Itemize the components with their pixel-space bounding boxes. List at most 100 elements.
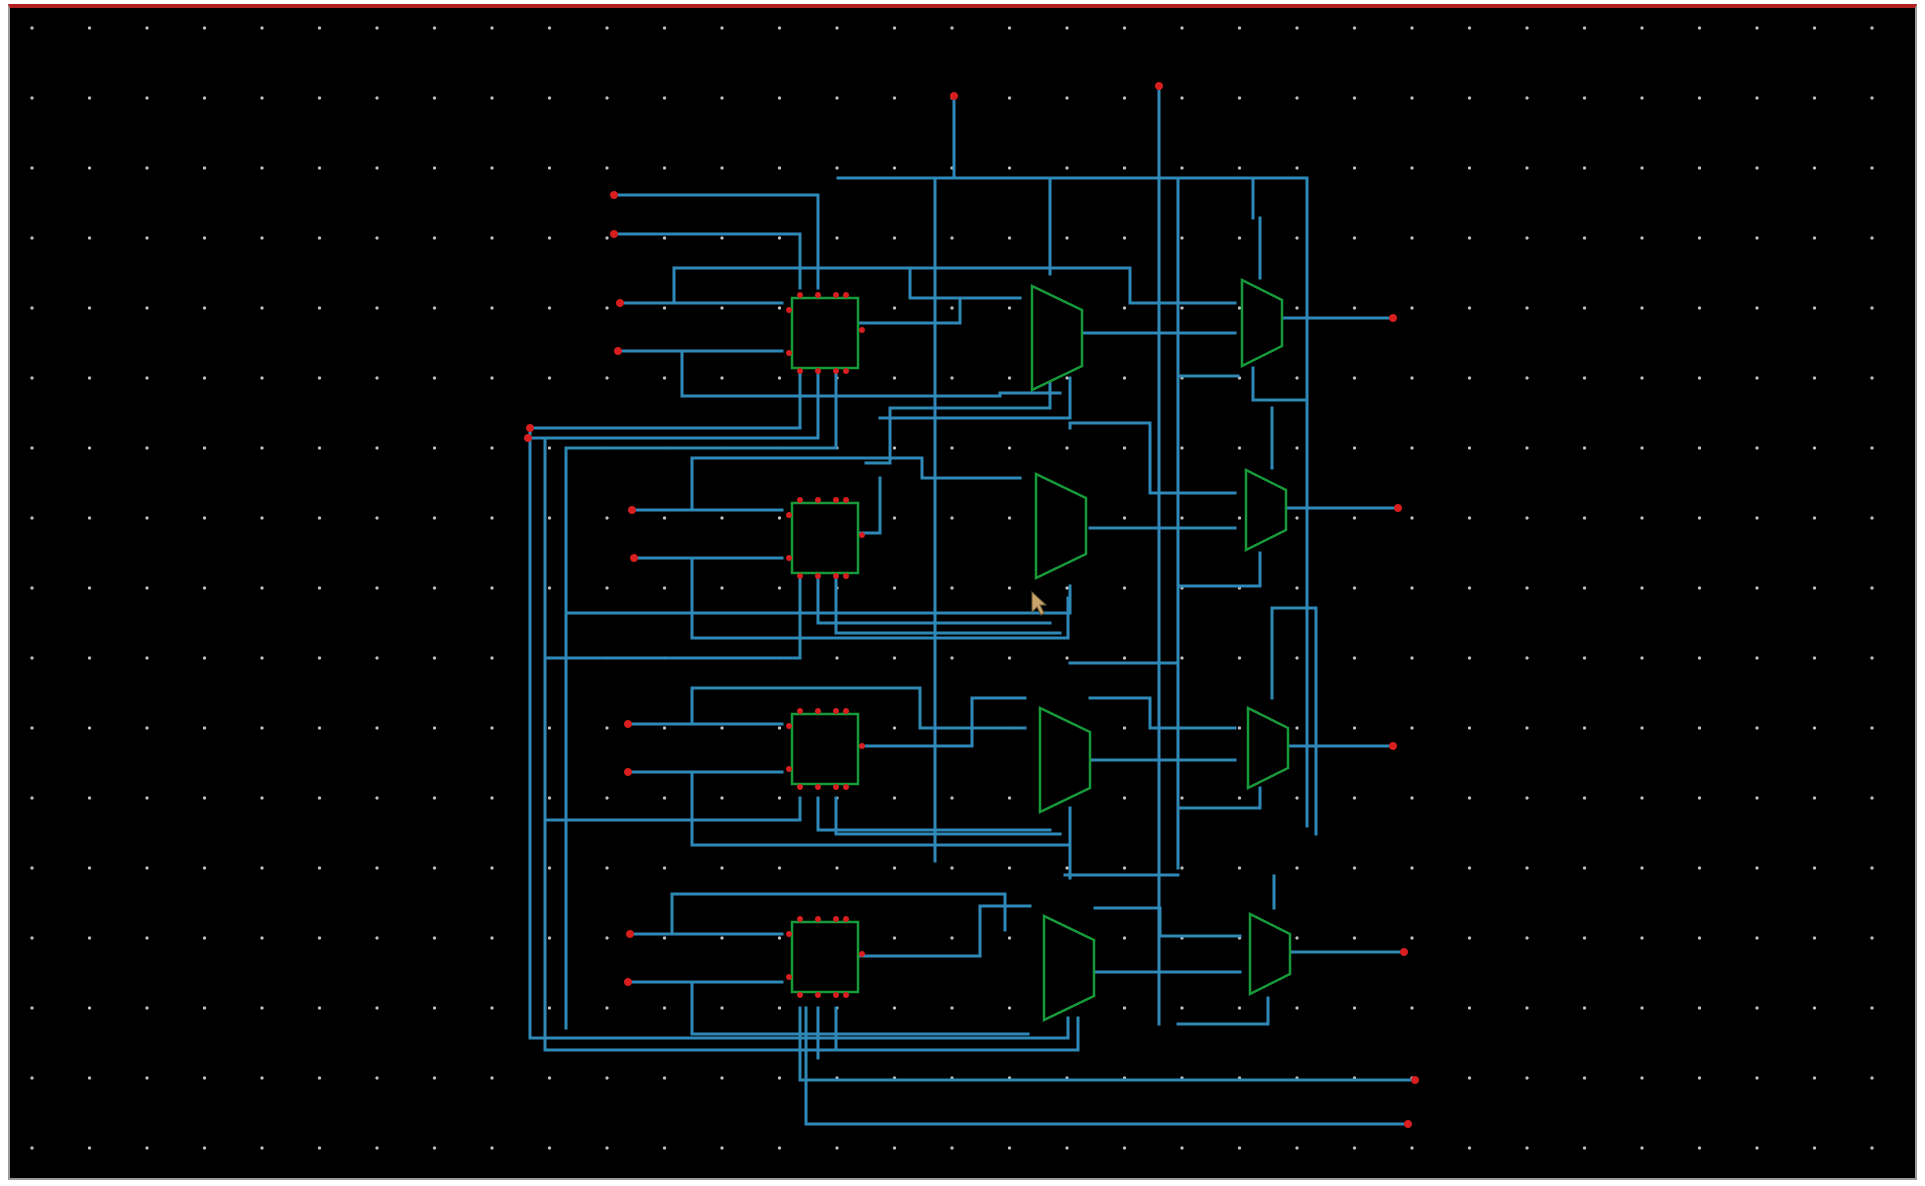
grid-dot: [1697, 236, 1702, 240]
grid-dot: [490, 866, 494, 870]
grid-dot: [1467, 96, 1472, 100]
module-block[interactable]: [790, 920, 860, 994]
wire: [612, 193, 820, 290]
block-pin: [797, 916, 803, 922]
mux[interactable]: [1038, 706, 1092, 814]
grid-dot: [87, 1146, 92, 1150]
module-block[interactable]: [790, 296, 860, 370]
grid-dot: [1640, 866, 1644, 870]
grid-dot: [662, 726, 667, 730]
wire: [564, 366, 838, 450]
grid-dot: [1697, 306, 1702, 310]
grid-dot: [892, 306, 897, 310]
grid-dot: [1870, 656, 1874, 660]
input-terminal: [616, 299, 624, 307]
block-pin: [815, 573, 821, 579]
grid-dot: [1640, 1076, 1644, 1080]
mux[interactable]: [1034, 472, 1088, 580]
grid-dot: [375, 1146, 379, 1150]
grid-dot: [1295, 446, 1299, 450]
grid-dot: [317, 26, 322, 30]
grid-dot: [317, 586, 322, 590]
input-terminal: [1155, 82, 1163, 90]
grid-dot: [87, 796, 92, 800]
grid-dot: [1410, 726, 1414, 730]
grid-dot: [1007, 516, 1012, 520]
module-block[interactable]: [790, 712, 860, 786]
mux[interactable]: [1246, 705, 1290, 791]
grid-dot: [1180, 166, 1184, 170]
grid-dot: [605, 1006, 609, 1010]
grid-dot: [547, 1146, 552, 1150]
module-block[interactable]: [790, 501, 860, 575]
grid-dot: [1410, 656, 1414, 660]
grid-dot: [777, 1006, 782, 1010]
schematic-canvas[interactable]: [8, 4, 1917, 1180]
grid-dot: [1122, 586, 1127, 590]
grid-dot: [432, 656, 437, 660]
grid-dot: [950, 1146, 954, 1150]
grid-dot: [1467, 796, 1472, 800]
grid-dot: [777, 796, 782, 800]
grid-dot: [1352, 936, 1357, 940]
grid-dot: [892, 1146, 897, 1150]
grid-dot: [1122, 446, 1127, 450]
grid-dot: [375, 1006, 379, 1010]
grid-dot: [1295, 1006, 1299, 1010]
wire: [1251, 366, 1309, 402]
grid-dot: [605, 866, 609, 870]
grid-dot: [720, 96, 724, 100]
grid-dot: [490, 166, 494, 170]
grid-dot: [145, 586, 149, 590]
schematic-diagram[interactable]: [10, 8, 1915, 1178]
wire: [1068, 421, 1237, 495]
grid-dot: [1352, 96, 1357, 100]
grid-dot: [87, 1006, 92, 1010]
grid-dot: [1352, 446, 1357, 450]
grid-dot: [432, 26, 437, 30]
grid-dot: [317, 516, 322, 520]
grid-dot: [605, 1076, 609, 1080]
grid-dot: [1525, 656, 1529, 660]
grid-dot: [1870, 166, 1874, 170]
grid-dot: [1467, 936, 1472, 940]
grid-dot: [1755, 376, 1759, 380]
grid-dot: [375, 726, 379, 730]
grid-dot: [1640, 376, 1644, 380]
block-pin: [786, 931, 792, 937]
grid-dot: [547, 166, 552, 170]
grid-dot: [1755, 726, 1759, 730]
grid-dot: [1237, 726, 1242, 730]
grid-dot: [490, 96, 494, 100]
grid-dot: [777, 936, 782, 940]
grid-dot: [950, 516, 954, 520]
block-pin: [797, 368, 803, 374]
grid-dot: [662, 1006, 667, 1010]
block-pin: [797, 784, 803, 790]
block-pin: [843, 573, 849, 579]
output-terminal: [1411, 1076, 1419, 1084]
grid-dot: [1812, 1006, 1817, 1010]
grid-dot: [1007, 1006, 1012, 1010]
mux[interactable]: [1030, 284, 1084, 392]
mux[interactable]: [1042, 914, 1096, 1022]
block-pin: [815, 916, 821, 922]
block-pin: [797, 708, 803, 714]
grid-dot: [950, 796, 954, 800]
input-terminal: [526, 424, 534, 432]
grid-dot: [1525, 866, 1529, 870]
grid-dot: [1755, 1006, 1759, 1010]
grid-dot: [30, 1076, 34, 1080]
mux[interactable]: [1244, 467, 1288, 553]
grid-dot: [1582, 166, 1587, 170]
grid-dot: [202, 166, 207, 170]
mux[interactable]: [1240, 277, 1284, 369]
grid-dot: [1065, 376, 1069, 380]
grid-dot: [1007, 936, 1012, 940]
mux[interactable]: [1248, 911, 1292, 997]
grid-dot: [202, 516, 207, 520]
wire: [1176, 786, 1262, 810]
block-pin: [815, 368, 821, 374]
grid-dot: [1582, 796, 1587, 800]
grid-dot: [202, 936, 207, 940]
